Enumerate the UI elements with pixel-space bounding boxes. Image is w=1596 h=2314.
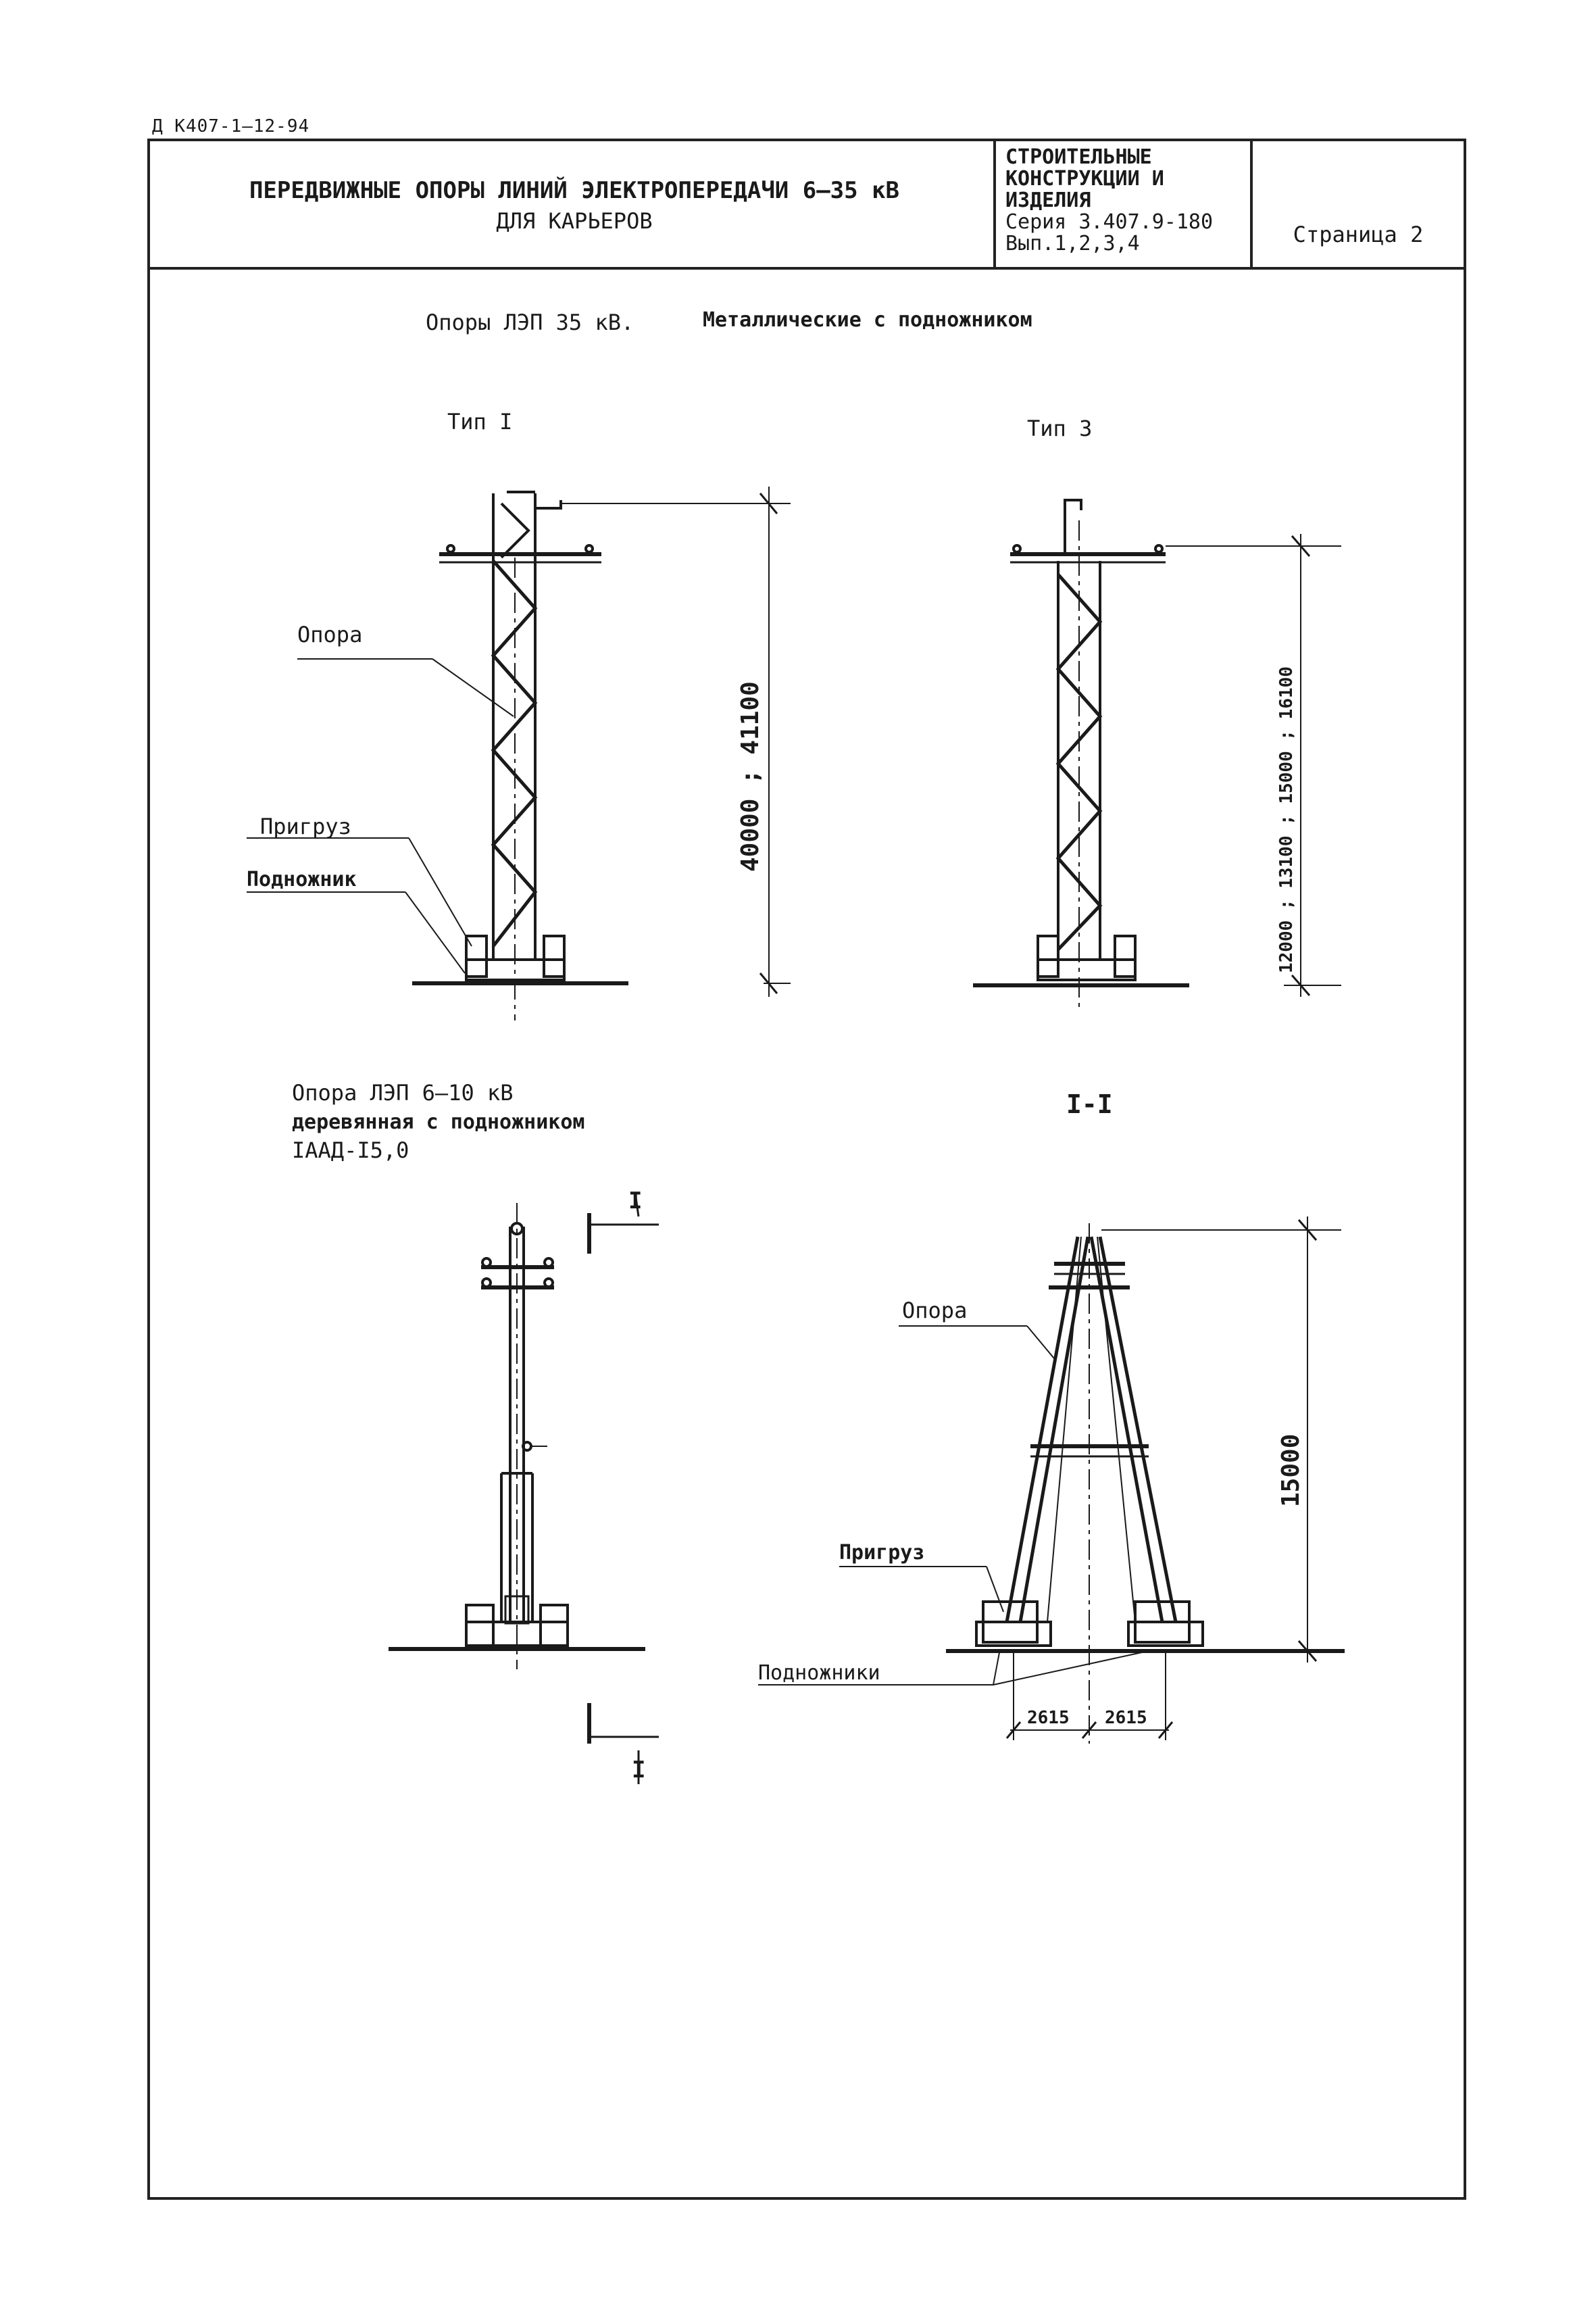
- caption-wood-1: Опора ЛЭП 6–10 кВ: [292, 1080, 514, 1106]
- sheet-title: ПЕРЕДВИЖНЫЕ ОПОРЫ ЛИНИЙ ЭЛЕКТРОПЕРЕДАЧИ …: [249, 177, 900, 204]
- cut-mark-top: I: [628, 1187, 642, 1214]
- stamp-series: Серия 3.407.9-180: [1005, 210, 1214, 234]
- page-number: Страница 2: [1293, 222, 1424, 247]
- dim-base-right: 2615: [1105, 1708, 1147, 1728]
- stamp-issue: Вып.1,2,3,4: [1005, 232, 1140, 255]
- label-podnozhniki-section: Подножники: [758, 1661, 880, 1685]
- stamp-line-1: СТРОИТЕЛЬНЫЕ: [1005, 145, 1152, 169]
- dim-type3-height: 12000 ; 13100 ; 15000 ; 16100: [1276, 666, 1297, 973]
- label-prigruz-section: Пригруз: [839, 1541, 925, 1565]
- tower-type1: [247, 487, 791, 1020]
- header-divider-v1: [993, 139, 996, 268]
- cut-mark-bottom: I: [632, 1756, 645, 1783]
- document-code: Д К407-1—12-94: [152, 116, 310, 137]
- type3-title: Тип 3: [1027, 416, 1093, 441]
- section-view: [758, 1216, 1345, 1744]
- wooden-pole: [389, 1192, 659, 1784]
- header-divider-v2: [1250, 139, 1253, 268]
- stamp-line-2: КОНСТРУКЦИИ И: [1005, 167, 1164, 191]
- caption-wood-2: деревянная с подножником: [292, 1110, 585, 1134]
- header-divider: [147, 267, 1466, 270]
- caption-wood-3: IAAД-I5,0: [292, 1137, 409, 1163]
- dim-section-height: 15000: [1277, 1434, 1305, 1507]
- label-podnozhnik-type1: Подножник: [247, 868, 357, 891]
- label-prigruz-type1: Пригруз: [260, 814, 351, 839]
- drawing-frame: [147, 139, 1466, 2200]
- label-opora-section: Опора: [902, 1298, 968, 1323]
- label-opora-type1: Опора: [297, 622, 363, 647]
- caption-metal: Металлические с подножником: [703, 308, 1032, 332]
- sheet-subtitle: ДЛЯ КАРЬЕРОВ: [496, 208, 653, 234]
- type1-title: Тип I: [447, 409, 513, 435]
- section-title: I-I: [1066, 1089, 1113, 1119]
- dim-base-left: 2615: [1027, 1708, 1070, 1728]
- stamp-line-3: ИЗДЕЛИЯ: [1005, 189, 1091, 212]
- dim-type1-height: 40000 ; 41100: [737, 681, 764, 872]
- tower-type3: [973, 499, 1341, 1007]
- caption-35kv: Опоры ЛЭП 35 кВ.: [426, 310, 634, 335]
